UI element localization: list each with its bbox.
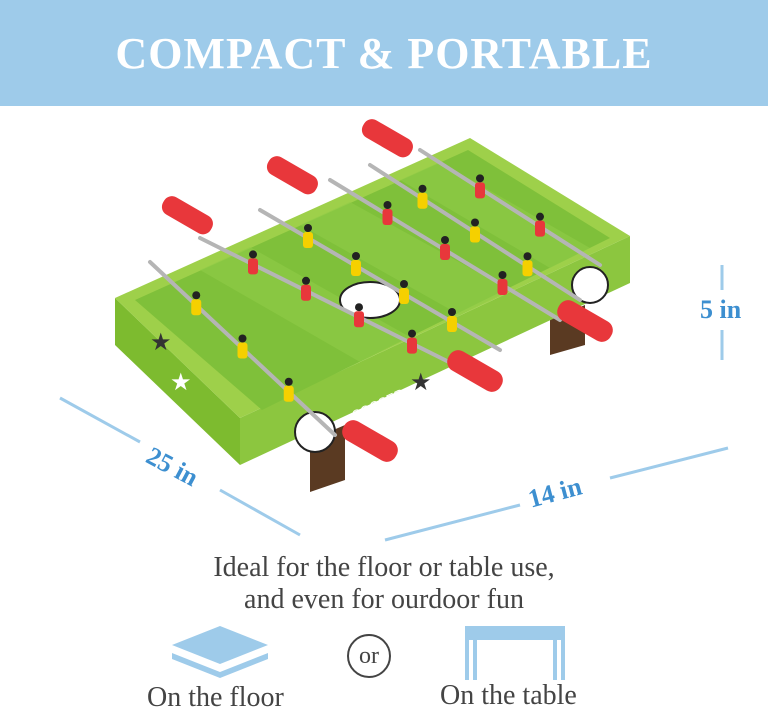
star-icon: ★: [170, 368, 192, 396]
player-head: [441, 236, 449, 244]
player-figure: [497, 279, 508, 295]
star-icon: ★: [150, 328, 172, 356]
player-head: [355, 303, 363, 312]
rod-handle: [161, 196, 213, 235]
width-line-left: [384, 503, 521, 542]
player-figure: [535, 220, 545, 237]
player-head: [302, 276, 310, 285]
width-line-right: [609, 446, 729, 480]
page-title: COMPACT & PORTABLE: [115, 28, 653, 78]
player-head: [498, 271, 507, 279]
floor-icon: [172, 626, 268, 664]
player-head: [408, 329, 416, 338]
player-figure: [283, 385, 294, 402]
ball-graphic: [571, 266, 609, 304]
player-figure: [399, 288, 409, 304]
header-banner: COMPACT & PORTABLE: [0, 0, 768, 106]
player-figure: [248, 258, 258, 275]
length-line-right: [219, 488, 301, 537]
caption-line-2: and even for ourdoor fun: [244, 584, 524, 615]
caption-line-1: Ideal for the floor or table use,: [213, 552, 555, 583]
rod-handle: [557, 300, 613, 342]
table-front-left-wall: [115, 298, 240, 465]
player-figure: [475, 182, 485, 199]
player-figure: [470, 226, 480, 243]
player-figure: [447, 316, 457, 332]
length-line-left: [59, 396, 141, 444]
or-label: or: [359, 643, 379, 669]
player-head: [352, 252, 360, 260]
rod-handle: [447, 350, 503, 392]
player-head: [383, 201, 392, 209]
player-head: [400, 280, 408, 288]
table-front-right-wall: [240, 236, 630, 465]
player-head: [536, 212, 544, 221]
player-figure: [191, 299, 202, 316]
player-head: [418, 184, 427, 193]
star-icon: ★: [410, 368, 432, 396]
height-label: 5 in: [700, 295, 742, 324]
player-figure: [417, 192, 428, 209]
player-figure: [237, 342, 248, 359]
player-head: [448, 308, 456, 316]
player-head: [523, 252, 532, 261]
or-circle: or: [347, 634, 391, 678]
player-head: [476, 174, 484, 183]
player-figure: [522, 260, 533, 277]
player-head: [471, 218, 479, 227]
player-figure: [440, 244, 450, 260]
floor-label: On the floor: [147, 682, 284, 713]
rod-handle: [361, 119, 413, 158]
rod-handles: [161, 119, 613, 462]
ball-graphic: [294, 411, 336, 453]
player-head: [192, 291, 201, 300]
player-figure: [303, 232, 313, 248]
player-head: [284, 377, 293, 386]
player-figure: [351, 260, 361, 276]
rod-handle: [342, 420, 398, 462]
table-label: On the table: [440, 680, 577, 711]
player-head: [238, 334, 247, 343]
rod-handle: [266, 156, 318, 195]
player-head: [249, 250, 257, 259]
player-head: [304, 224, 312, 232]
table-icon: [465, 626, 565, 680]
player-figure: [407, 337, 417, 354]
player-figure: [382, 209, 393, 225]
player-figure: [301, 284, 311, 301]
player-figure: [354, 311, 364, 328]
